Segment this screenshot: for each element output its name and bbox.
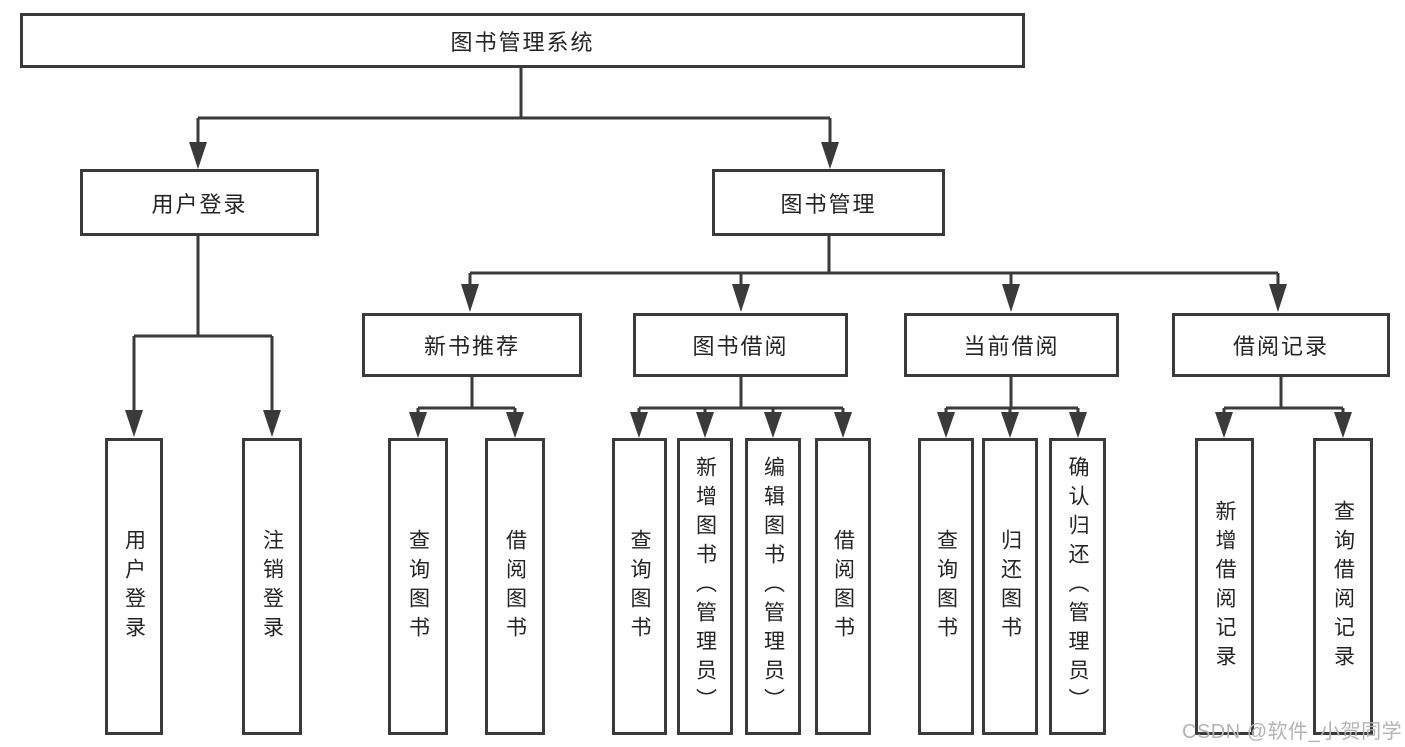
node-label: 借阅图书 [831,528,855,645]
connector-borrow-records [1215,377,1352,438]
node-label: 归还图书 [998,528,1022,645]
arrow-down-icon [696,412,714,438]
node-new-book-recommend: 新书推荐 [362,313,582,377]
node-label: 编辑图书（管理员） [761,456,785,717]
leaf-borrow-books-recommend: 借阅图书 [485,438,545,735]
arrow-down-icon [630,412,648,438]
leaf-query-books-recommend: 查询图书 [388,438,448,735]
node-borrow-records: 借阅记录 [1172,313,1390,377]
connector-new-book-recommend [409,377,524,438]
watermark: CSDN @软件_小贺同学 [1182,721,1403,743]
arrow-down-icon [1269,284,1287,312]
connector-book-borrow [630,377,852,438]
node-label: 查询图书 [628,528,651,645]
node-label: 新书推荐 [423,334,520,359]
connector-current-borrow [937,377,1087,438]
arrow-down-icon [189,142,207,169]
node-label: 图书借阅 [692,334,789,359]
node-label: 确认归还（管理员） [1066,456,1089,717]
arrow-down-icon [1002,284,1020,312]
node-label: 注销登录 [260,528,284,645]
node-label: 借阅记录 [1232,334,1329,359]
leaf-query-books-current: 查询图书 [918,438,974,735]
arrow-down-icon [821,142,839,169]
node-label: 当前借阅 [963,334,1060,359]
leaf-query-books-borrow: 查询图书 [612,438,667,735]
node-label: 查询借阅记录 [1331,499,1355,674]
arrow-down-icon [409,412,427,438]
arrow-down-icon [1215,412,1233,438]
arrow-down-icon [937,412,955,438]
node-label: 新增借阅记录 [1213,499,1236,674]
node-label: 用户登录 [122,528,146,645]
leaf-confirm-return-admin: 确认归还（管理员） [1049,438,1106,735]
arrow-down-icon [1069,412,1087,438]
arrow-down-icon [263,410,281,437]
node-label: 借阅图书 [503,528,527,645]
leaf-edit-book-admin: 编辑图书（管理员） [745,438,801,735]
arrow-down-icon [125,410,143,437]
node-library-system: 图书管理系统 [20,13,1025,68]
connector-root [189,68,839,169]
node-label: 图书管理 [780,191,877,217]
node-label: 用户登录 [151,191,248,217]
node-book-management: 图书管理 [712,169,945,236]
node-label: 查询图书 [934,528,958,645]
node-label: 查询图书 [406,528,430,645]
leaf-logout: 注销登录 [242,438,302,735]
arrow-down-icon [1001,412,1019,438]
connector-book-management [461,236,1287,312]
arrow-down-icon [1334,412,1352,438]
node-user-login: 用户登录 [80,169,319,236]
node-current-borrow: 当前借阅 [904,313,1119,377]
connector-user-login [125,236,281,437]
leaf-return-book: 归还图书 [982,438,1038,735]
node-label: 新增图书（管理员） [693,456,717,717]
arrow-down-icon [834,412,852,438]
leaf-user-login: 用户登录 [105,438,163,735]
leaf-borrow-books: 借阅图书 [815,438,871,735]
node-label: 图书管理系统 [450,29,595,55]
leaf-query-borrow-record: 查询借阅记录 [1313,438,1373,735]
arrow-down-icon [764,412,782,438]
arrow-down-icon [732,284,750,312]
leaf-add-book-admin: 新增图书（管理员） [677,438,733,735]
leaf-add-borrow-record: 新增借阅记录 [1195,438,1254,735]
arrow-down-icon [506,412,524,438]
arrow-down-icon [461,284,479,312]
node-book-borrow: 图书借阅 [633,313,848,377]
